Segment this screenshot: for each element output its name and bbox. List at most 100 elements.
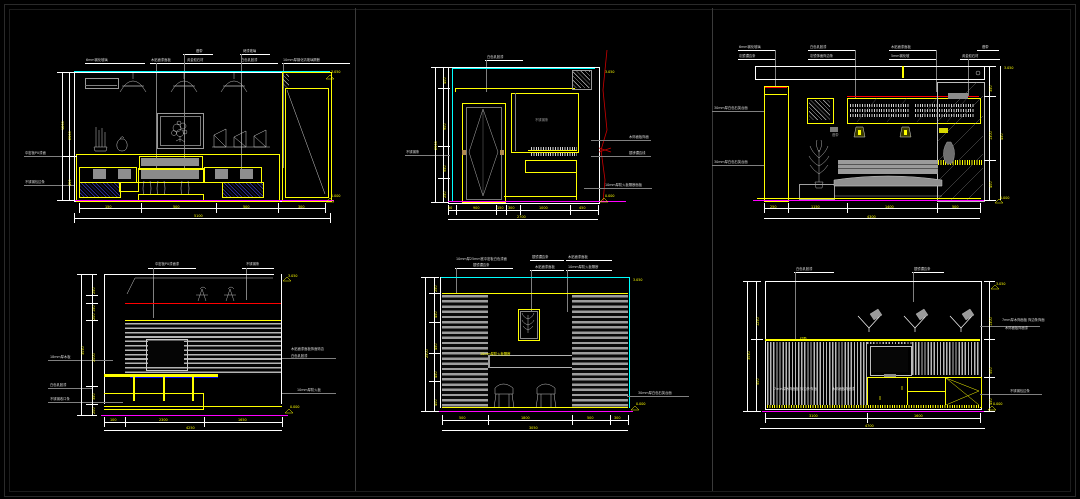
dim-line-vertical-right [989, 281, 990, 411]
headboard-line [838, 168, 938, 169]
cabinet-right-handle-panel [215, 169, 228, 179]
headboard-texture [915, 114, 975, 117]
dimension-value: 500 [243, 205, 250, 209]
leader-drop [283, 63, 284, 168]
elevation-mark: 3.050 [331, 70, 341, 74]
dimension-total-left: 3050 [747, 351, 751, 360]
elevation-view-tv-background-wall[interactable]: 中密板PU漆面漆 不锈钢条 18mm厚木板 白色乳胶漆 不锈钢收口条 [0, 250, 355, 499]
striped-panel-right [572, 295, 628, 408]
ceiling-band [755, 66, 985, 80]
dim-line-vertical [92, 274, 93, 415]
cabinet-light-strip [765, 87, 787, 88]
elevation-view-entry-door[interactable]: 白色乳胶漆 不锈钢条 木饰面板饰面 银镑镶边线 10mm厚防火板隔断面板 [355, 0, 712, 250]
sconce-label: 燈带 [832, 133, 839, 137]
annotation-text: 5mm钢化玻 [891, 54, 910, 58]
ceiling-line [452, 68, 595, 69]
step-riser [525, 160, 527, 172]
dimension-value: 400 [443, 77, 447, 84]
leader-line [282, 358, 336, 359]
elevation-symbol-icon [599, 197, 609, 203]
annotation-text: 不锈钢包边条 [25, 180, 45, 184]
bed-mattress-icon [833, 175, 943, 197]
light-cove-line [847, 96, 979, 97]
dimension-value: 150 [105, 205, 112, 209]
elevation-mark: 0.000 [331, 194, 341, 198]
leader-line [808, 59, 856, 60]
wall-left-edge [104, 274, 105, 404]
door-swing-indicator [286, 89, 326, 195]
framed-artwork [518, 309, 540, 341]
leader-line [242, 268, 274, 269]
annotation-text: 银镑镶边线 [629, 151, 646, 155]
striped-wall-left [767, 342, 867, 406]
leader-line [530, 270, 564, 271]
dimension-value: 1250 [756, 317, 760, 326]
dimension-value: 200 [92, 407, 96, 414]
panel-code-label: 10mm厚防火板隔断 [480, 352, 511, 356]
cabinet-left-hatch [79, 182, 121, 198]
elevation-symbol-icon [325, 197, 335, 203]
leader-line [150, 63, 202, 64]
leader-line [240, 63, 278, 64]
annotation-text: 白色乳胶漆 [796, 267, 813, 271]
dimension-value: 500 [173, 205, 180, 209]
leader-drop [153, 268, 154, 318]
dimension-value: 1300 [989, 131, 993, 140]
framed-artwork [807, 98, 834, 124]
dimension-total: 450 [1000, 133, 1004, 140]
leader-line [584, 188, 652, 189]
floor-line [448, 201, 626, 203]
dimension-value: 450 [68, 179, 72, 186]
skirting-line [104, 406, 282, 407]
panel-label: 不锈钢条 [535, 118, 549, 122]
cabinet-centre-lower-frame [138, 168, 204, 183]
leader-line [148, 268, 196, 269]
elevation-view-study-tv-wall[interactable]: 白色乳胶漆 银镜镶边条 7mm厚木饰 [712, 250, 1080, 499]
step-line [525, 160, 577, 162]
cabinet-end [203, 393, 204, 410]
dimension-value: 1150 [811, 205, 820, 209]
dimension-value: 250 [443, 191, 447, 198]
dimension-value: 500 [459, 416, 466, 420]
dimension-value: 500 [756, 378, 760, 385]
dimension-value: 450 [434, 311, 438, 318]
cabinet-base-line [104, 393, 204, 394]
elevation-symbol-icon [630, 405, 640, 411]
dim-line-vertical [756, 281, 757, 411]
leader-line [282, 63, 350, 64]
dimension-value: 250 [434, 285, 438, 292]
dimension-value: 1650 [238, 418, 247, 422]
dimension-value: 150 [497, 206, 504, 210]
headboard-texture [850, 104, 910, 107]
elevation-view-living-room-tv-wall[interactable]: 6mm钢化玻璃 木贴面漆面板 燈带 黃金蚊石材 烤漆玻璃 白色乳胶漆 10mm厚… [0, 0, 355, 250]
annotation-text: 30mm厚白色石英台面 [714, 106, 748, 110]
dimension-value: 450 [434, 371, 438, 378]
dimension-value: 2000 [92, 353, 96, 362]
cabinet-foot [163, 395, 165, 401]
cabinet-base [138, 194, 204, 202]
wall-joint [488, 355, 490, 368]
cabinet-leg [192, 377, 194, 395]
dimension-value: 500 [587, 416, 594, 420]
leader-drop [486, 60, 487, 92]
bed-headboard [838, 160, 938, 174]
dim-line-vertical-total [1000, 66, 1001, 200]
annotation-text: 10mm厚防火板 [297, 388, 321, 392]
annotation-text: 白色乳胶漆 [291, 354, 308, 358]
elevation-mark: 3.050 [1004, 66, 1014, 70]
side-door-panel [285, 88, 329, 198]
dim-line-vertical [434, 277, 435, 411]
tv-cabinet-top [104, 374, 218, 377]
elevation-view-bedroom-bed-wall[interactable]: 6mm钢化玻璃 灰鏡镶边条 白色乳胶漆 灰镜饰面饰边条 木贴面漆面板 5mm钢化… [712, 0, 1080, 250]
elevation-view-dining-room[interactable]: 10mm厚25mm宽中密板白色漆面 银镜镶边条 银镜镶边条 木贴面漆面板 木贴面… [355, 250, 712, 499]
elevation-symbol-icon [325, 74, 335, 80]
dimension-value: 150 [92, 305, 96, 312]
dimension-value: 1300 [989, 317, 993, 326]
leader-line [85, 63, 145, 64]
ceiling-drop-outline [126, 277, 273, 295]
leader-drop [795, 272, 796, 340]
door-panel-diamond [468, 108, 499, 197]
mirror-hatch [936, 81, 984, 201]
shelf-line [528, 150, 577, 152]
ceiling-line [440, 277, 630, 278]
